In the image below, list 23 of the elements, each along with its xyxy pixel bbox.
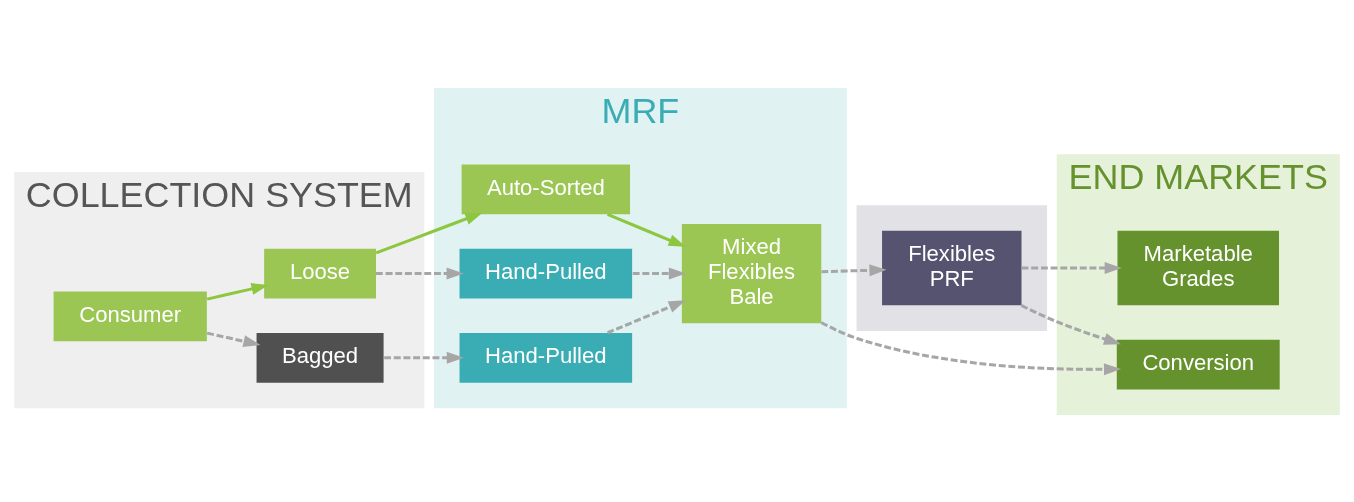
arrow bbox=[606, 212, 686, 247]
arrow bbox=[384, 351, 464, 364]
node-box: Mixed Flexibles Bale bbox=[681, 223, 822, 323]
node-box: Marketable Grades bbox=[1117, 230, 1279, 305]
node-box: Hand-Pulled bbox=[459, 332, 633, 383]
node-box: Flexibles PRF bbox=[882, 230, 1022, 305]
arrow bbox=[375, 212, 483, 254]
node-box: Loose bbox=[264, 248, 376, 298]
cluster bbox=[856, 204, 1048, 331]
node-box: Conversion bbox=[1116, 339, 1280, 390]
arrow bbox=[206, 331, 261, 347]
arrow bbox=[821, 263, 887, 276]
arrow bbox=[206, 282, 269, 301]
arrow bbox=[1020, 303, 1122, 345]
node-box: Hand-Pulled bbox=[459, 248, 633, 298]
arrow bbox=[606, 299, 686, 334]
arrow bbox=[820, 320, 1122, 375]
arrow bbox=[1021, 261, 1122, 274]
node-box: Consumer bbox=[53, 291, 207, 341]
node-box: Auto-Sorted bbox=[461, 164, 631, 214]
node-box: Bagged bbox=[256, 332, 384, 383]
arrow bbox=[376, 267, 464, 280]
arrow bbox=[632, 267, 687, 280]
